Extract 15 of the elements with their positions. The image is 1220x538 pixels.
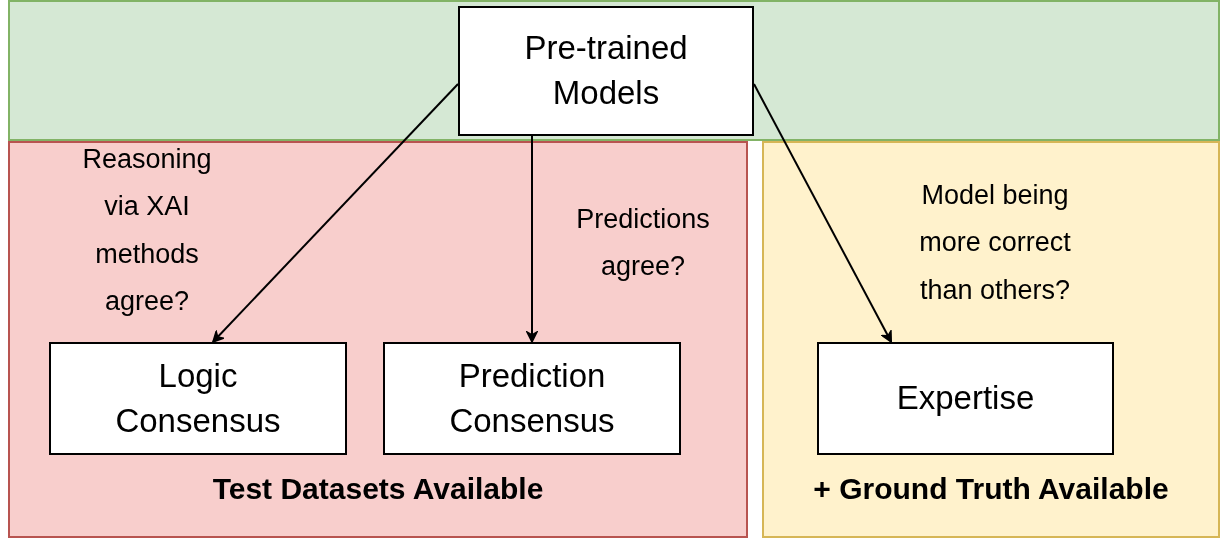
region-title: Test Datasets Available <box>211 472 545 506</box>
header-band <box>8 0 1220 141</box>
region-title: + Ground Truth Available <box>812 472 1170 506</box>
model-box: Expertise <box>817 342 1114 455</box>
model-box: Pre-trained Models <box>458 6 754 136</box>
arrow <box>526 135 538 343</box>
arrow <box>753 83 893 343</box>
arrow <box>211 83 459 343</box>
model-box: Prediction Consensus <box>383 342 681 455</box>
region-panel <box>8 141 748 538</box>
edge-label: Reasoning via XAI methods agree? <box>81 143 213 318</box>
edge-label: Predictions agree? <box>575 203 711 284</box>
model-box: Logic Consensus <box>49 342 347 455</box>
region-panel <box>762 141 1220 538</box>
edge-label: Model being more correct than others? <box>918 179 1072 307</box>
